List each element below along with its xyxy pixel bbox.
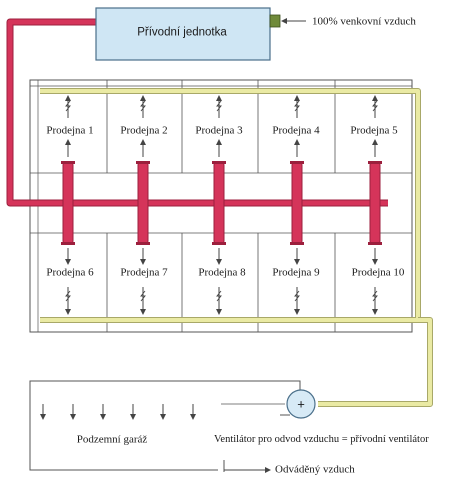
store-label-6: Prodejna 6 xyxy=(46,266,94,279)
supply-branch-cap-bottom-5 xyxy=(368,242,382,245)
transfer-duct-ring xyxy=(40,89,420,322)
store-damper-top-4 xyxy=(294,100,300,112)
store-damper-bottom-3 xyxy=(216,290,222,302)
supply-unit-box xyxy=(95,7,271,61)
store-damper-top-3 xyxy=(216,100,222,112)
supply-branch-cap-top-5 xyxy=(368,161,382,164)
store-damper-bottom-5 xyxy=(372,290,378,302)
garage-exhaust-arrows xyxy=(40,404,196,420)
supply-branch-2 xyxy=(137,162,149,244)
store-damper-top-5 xyxy=(372,100,378,112)
supply-branch-cap-top-3 xyxy=(212,161,226,164)
outdoor-air-damper xyxy=(269,14,281,28)
store-block xyxy=(29,79,413,333)
supply-main-duct xyxy=(7,19,388,206)
store-dividers xyxy=(106,80,336,332)
store-label-4: Prodejna 4 xyxy=(272,124,320,137)
store-damper-bottom-2 xyxy=(140,290,146,302)
fan-symbol: + xyxy=(297,396,305,412)
store-label-7: Prodejna 7 xyxy=(120,266,168,279)
supply-branch-cap-top-4 xyxy=(290,161,304,164)
supply-branch-cap-top-1 xyxy=(61,161,75,164)
supply-branch-5 xyxy=(369,162,381,244)
supply-branch-cap-bottom-2 xyxy=(136,242,150,245)
store-label-3: Prodejna 3 xyxy=(195,124,243,137)
garage-label: Podzemní garáž xyxy=(76,433,148,446)
store-damper-top-2 xyxy=(140,100,146,112)
exhaust-air-label: Odváděný vzduch xyxy=(275,463,355,476)
supply-branch-3 xyxy=(213,162,225,244)
supply-branch-4 xyxy=(291,162,303,244)
store-label-5: Prodejna 5 xyxy=(350,124,398,137)
supply-branch-cap-bottom-3 xyxy=(212,242,226,245)
store-damper-bottom-1 xyxy=(65,290,71,302)
supply-ducts xyxy=(6,18,388,245)
store-label-10: Prodejna 10 xyxy=(351,266,405,279)
supply-branch-cap-bottom-1 xyxy=(61,242,75,245)
store-damper-top-1 xyxy=(65,100,71,112)
supply-branch-1 xyxy=(62,162,74,244)
store-damper-bottom-4 xyxy=(294,290,300,302)
transfer-ducts xyxy=(40,88,433,407)
supply-branch-cap-bottom-4 xyxy=(290,242,304,245)
store-label-9: Prodejna 9 xyxy=(272,266,320,279)
supply-unit-label: Přívodní jednotka xyxy=(137,26,227,39)
fan-label: Ventilátor pro odvod vzduchu = přívodní … xyxy=(214,433,429,445)
supply-branch-cap-top-2 xyxy=(136,161,150,164)
exhaust-fan xyxy=(221,380,316,419)
store-label-8: Prodejna 8 xyxy=(198,266,246,279)
transfer-duct-to-fan xyxy=(318,318,432,406)
fan-circle xyxy=(286,389,316,419)
store-label-2: Prodejna 2 xyxy=(120,124,168,137)
store-airflow-arrows xyxy=(65,95,378,315)
garage-outline xyxy=(29,380,280,471)
supply-branches xyxy=(61,161,382,245)
outdoor-air-label: 100% venkovní vzduch xyxy=(312,15,416,28)
garage xyxy=(29,380,280,472)
store-label-1: Prodejna 1 xyxy=(46,124,94,137)
supply-unit xyxy=(95,7,306,61)
